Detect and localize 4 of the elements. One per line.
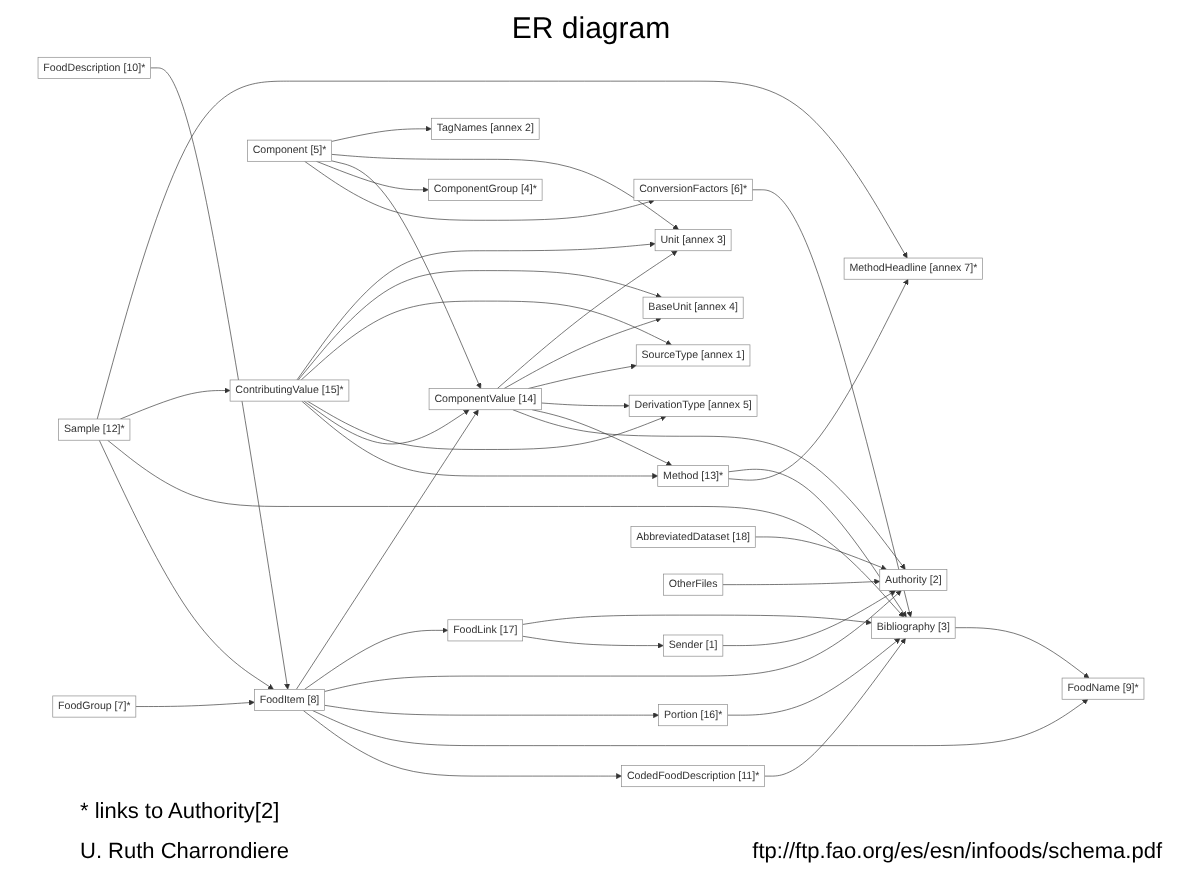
diagram-title: ER diagram <box>509 12 673 46</box>
source-link: ftp://ftp.fao.org/es/esn/infoods/schema.pdf <box>752 840 1162 864</box>
note-text: * links to Authority[2] <box>80 800 280 824</box>
note-text: U. Ruth Charrondiere <box>80 840 290 864</box>
